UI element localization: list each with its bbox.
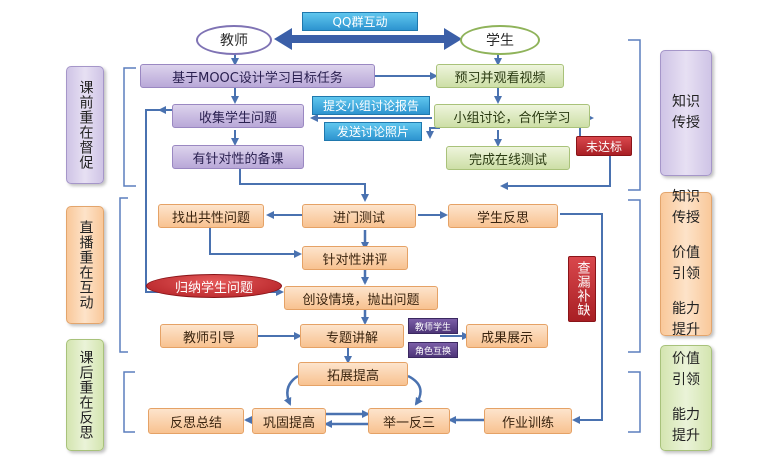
- arrow-label: 发送讨论照片: [336, 125, 409, 139]
- pill-label: 归纳学生问题: [174, 280, 253, 296]
- extension-box: 拓展提高: [298, 362, 408, 386]
- teacher-guide-box: 教师引导: [160, 324, 258, 348]
- student-label: 学生: [486, 33, 514, 49]
- post-class-scroll: 课后重在反思: [66, 339, 104, 451]
- student-reflection-box: 学生反思: [448, 204, 558, 228]
- box-label: 创设情境，抛出问题: [302, 292, 420, 308]
- live-label: 直播重在互动: [77, 220, 94, 310]
- right-label-text: 提升: [672, 428, 700, 444]
- student-oval: 学生: [460, 25, 540, 55]
- right-label-text: 引领: [672, 372, 700, 388]
- tag-label: 角色互换: [414, 346, 451, 357]
- live-scroll: 直播重在互动: [66, 206, 104, 324]
- reflect-summary-box: 反思总结: [148, 408, 244, 434]
- box-label: 巩固提高: [262, 415, 315, 431]
- right-label-text: 能力: [672, 301, 700, 317]
- box-label: 完成在线测试: [468, 152, 547, 168]
- draw-inferences-box: 举一反三: [368, 408, 450, 434]
- qq-group-label: QQ群互动: [332, 15, 388, 29]
- collect-questions-box: 收集学生问题: [172, 104, 304, 128]
- bracket-pre-left: [123, 67, 136, 187]
- bracket-live-left: [119, 197, 128, 353]
- teacher-oval: 教师: [196, 25, 272, 55]
- bracket-pre-right: [628, 39, 641, 191]
- create-scenario-box: 创设情境，抛出问题: [284, 286, 438, 310]
- entry-test-box: 进门测试: [302, 204, 416, 228]
- right-label-text: 传授: [672, 115, 700, 131]
- right-label-text: 知识: [672, 189, 700, 205]
- right-label-text: 知识: [672, 94, 700, 110]
- bracket-live-right: [628, 199, 641, 353]
- submit-report-arrow-label: 提交小组讨论报告: [312, 96, 430, 115]
- box-label: 预习并观看视频: [454, 70, 546, 86]
- box-label: 基于MOOC设计学习目标任务: [172, 70, 343, 86]
- teacher-student-tag: 教师学生: [408, 318, 458, 334]
- not-met-badge: 未达标: [576, 136, 632, 156]
- check-gaps-badge: 查漏补缺: [568, 256, 596, 322]
- right-label-text: 传授: [672, 210, 700, 226]
- box-label: 反思总结: [169, 415, 222, 431]
- send-photos-arrow-label: 发送讨论照片: [324, 122, 422, 141]
- arrow-label: 提交小组讨论报告: [322, 99, 419, 113]
- box-label: 成果展示: [480, 330, 533, 346]
- group-discussion-box: 小组讨论，合作学习: [434, 104, 590, 128]
- box-label: 收集学生问题: [198, 110, 277, 126]
- box-label: 专题讲解: [325, 330, 378, 346]
- consolidate-box: 巩固提高: [252, 408, 326, 434]
- bracket-post-left: [123, 371, 135, 433]
- right-label-text: 能力: [672, 407, 700, 423]
- summarize-problems-pill: 归纳学生问题: [146, 274, 282, 298]
- pre-class-scroll: 课前重在督促: [66, 66, 104, 184]
- box-label: 拓展提高: [326, 368, 379, 384]
- bracket-post-right: [628, 371, 641, 433]
- box-label: 有针对性的备课: [192, 151, 284, 167]
- preview-video-box: 预习并观看视频: [436, 64, 564, 88]
- badge-label: 查漏补缺: [574, 261, 590, 317]
- mooc-task-box: 基于MOOC设计学习目标任务: [140, 64, 375, 88]
- right-label-text: 引领: [672, 266, 700, 282]
- box-label: 进门测试: [332, 210, 385, 226]
- teacher-label: 教师: [220, 33, 248, 49]
- right-label-text: 提升: [672, 322, 700, 338]
- right-scroll-live: 知识 传授 价值 引领 能力 提升: [660, 189, 712, 338]
- box-label: 小组讨论，合作学习: [453, 110, 571, 126]
- right-scroll-post: 价值 引领 能力 提升: [660, 345, 712, 451]
- qq-group-banner: QQ群互动: [302, 12, 418, 31]
- homework-box: 作业训练: [484, 408, 572, 434]
- targeted-review-box: 针对性讲评: [302, 246, 408, 270]
- online-test-box: 完成在线测试: [446, 146, 570, 170]
- targeted-prep-box: 有针对性的备课: [172, 145, 304, 169]
- right-label-text: 价值: [672, 245, 700, 261]
- results-display-box: 成果展示: [466, 324, 548, 348]
- box-label: 作业训练: [501, 415, 554, 431]
- box-label: 针对性讲评: [322, 252, 388, 268]
- topic-lecture-box: 专题讲解: [300, 324, 404, 348]
- teacher-student-double-arrow: [274, 28, 462, 50]
- tag-label: 教师学生: [414, 322, 451, 333]
- right-scroll-knowledge: 知识 传授: [660, 50, 712, 176]
- pre-class-label: 课前重在督促: [77, 80, 94, 170]
- common-problems-box: 找出共性问题: [158, 204, 264, 228]
- box-label: 举一反三: [382, 415, 435, 431]
- box-label: 学生反思: [476, 210, 529, 226]
- role-swap-tag: 角色互换: [408, 342, 458, 358]
- box-label: 找出共性问题: [171, 210, 250, 226]
- badge-label: 未达标: [585, 139, 622, 154]
- right-label-text: 价值: [672, 351, 700, 367]
- post-class-label: 课后重在反思: [77, 350, 94, 440]
- box-label: 教师引导: [182, 330, 235, 346]
